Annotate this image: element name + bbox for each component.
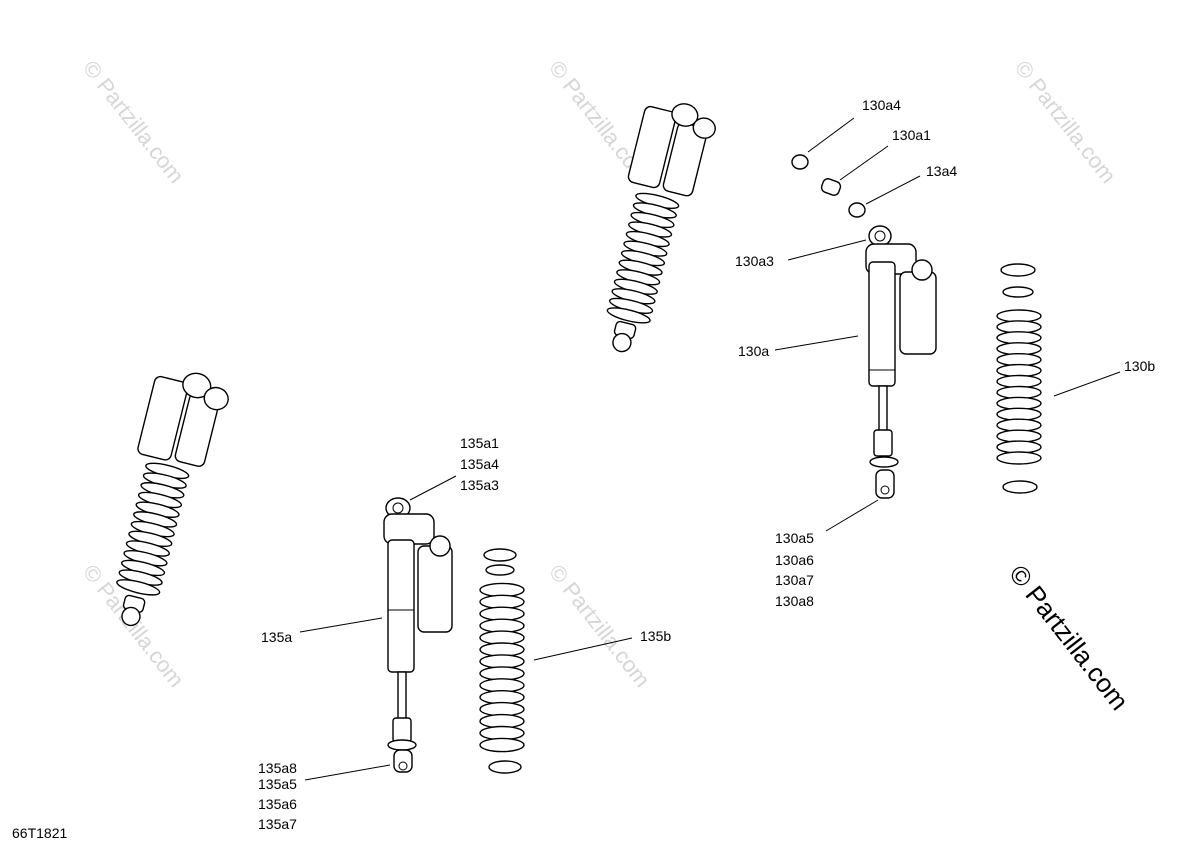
label-135a: 135a <box>261 629 292 645</box>
spring-coil <box>996 418 1042 432</box>
label-135a4: 135a4 <box>460 456 499 472</box>
spring-coil <box>479 737 525 753</box>
spring-coil <box>479 701 525 717</box>
watermark: © Partzilla.com <box>1010 56 1121 188</box>
spring-coil <box>996 374 1042 389</box>
label-135a5: 135a5 <box>258 776 297 792</box>
spring-coil <box>606 307 651 324</box>
label-135a8: 135a8 <box>258 760 297 776</box>
diagram-code: 66T1821 <box>12 825 67 841</box>
spring-coil <box>116 579 161 596</box>
leader-lines <box>299 117 1121 781</box>
label-130a6: 130a6 <box>775 552 814 568</box>
small-parts-130a <box>791 154 866 218</box>
label-135a6: 135a6 <box>258 796 297 812</box>
label-130b: 130b <box>1124 358 1155 374</box>
label-13a4: 13a4 <box>926 163 957 179</box>
shock-body-130a <box>865 225 937 499</box>
spring-coil <box>996 331 1042 345</box>
spring-coil <box>479 654 525 669</box>
watermark: © Partzilla.com <box>544 560 655 692</box>
assembled-shock-left <box>116 372 229 627</box>
spring-coil <box>479 606 525 622</box>
label-130a5: 130a5 <box>775 530 814 546</box>
label-130a1: 130a1 <box>892 127 931 143</box>
part-labels: 130a4 130a1 13a4 130a3 130a 130b 130a5 1… <box>12 97 1155 841</box>
label-135b: 135b <box>640 628 671 644</box>
label-135a1: 135a1 <box>460 435 499 451</box>
spring-135b <box>479 548 525 774</box>
label-130a7: 130a7 <box>775 572 814 588</box>
shock-body-135a <box>383 497 453 773</box>
assembled-shock-top <box>606 103 716 353</box>
watermarks: © Partzilla.com © Partzilla.com © Partzi… <box>78 56 1121 692</box>
label-135a3: 135a3 <box>460 477 499 493</box>
watermark-large: © Partzilla.com <box>1003 559 1135 716</box>
label-135a7: 135a7 <box>258 816 297 832</box>
label-130a4: 130a4 <box>862 97 901 113</box>
spring-coil <box>996 451 1042 465</box>
label-130a3: 130a3 <box>735 253 774 269</box>
spring-130b <box>996 263 1042 494</box>
label-130a8: 130a8 <box>775 593 814 609</box>
watermark: © Partzilla.com <box>78 56 189 188</box>
label-130a: 130a <box>738 343 769 359</box>
